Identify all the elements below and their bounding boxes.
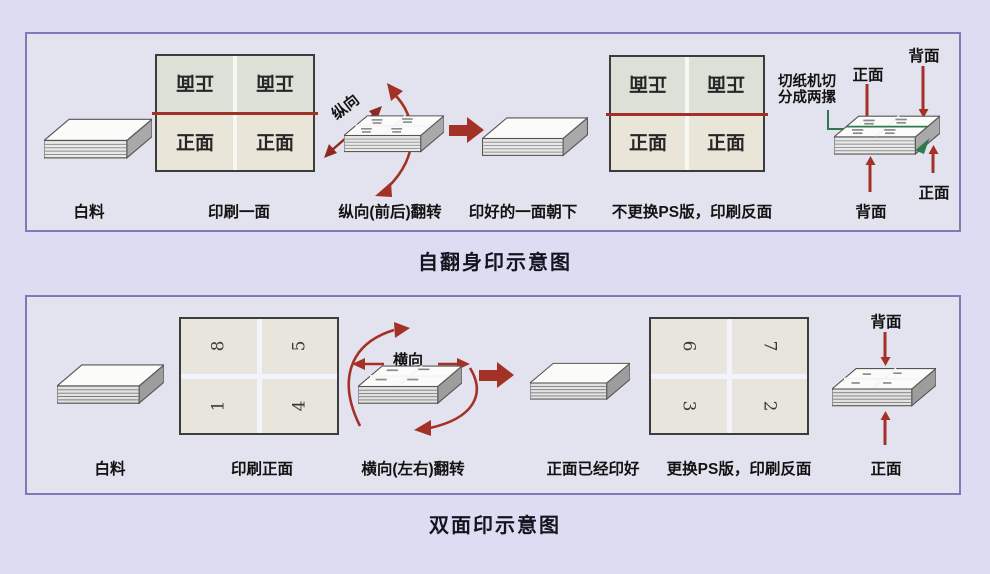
front-label: 正面 bbox=[870, 461, 902, 478]
gripper-center-line bbox=[606, 113, 768, 116]
printed-front-label: 正面已经印好 bbox=[546, 461, 640, 478]
cell-text: 正面 bbox=[255, 72, 294, 93]
grid-cell-3: 3 bbox=[651, 378, 727, 433]
imposition-grid-print-reverse: 正面 正面 正面 正面 bbox=[606, 55, 768, 172]
grid-cell-5: 5 bbox=[261, 319, 337, 374]
grid-cell-1: 1 bbox=[181, 378, 257, 433]
cell-number: 6 bbox=[678, 340, 699, 352]
panel-work-and-turn: 白料 正面 正面 正面 正面 印刷一面 纵向 bbox=[25, 32, 961, 232]
cell-text: 正面 bbox=[628, 72, 667, 94]
cell-number: 5 bbox=[289, 340, 310, 352]
back-label-top: 背面 bbox=[908, 48, 940, 65]
grid-cell-front-right: 正面 bbox=[689, 113, 763, 170]
grid-cell-back-right: 正面 bbox=[689, 57, 763, 114]
flip-curve-arrow-right bbox=[414, 367, 479, 436]
grid2-label: 更换PS版，印刷反面 bbox=[666, 461, 812, 478]
grid-cell-4: 4 bbox=[261, 378, 337, 433]
grid1-label: 印刷一面 bbox=[207, 204, 271, 221]
flip-label: 纵向(前后)翻转 bbox=[338, 204, 442, 221]
grid-cell-8: 8 bbox=[181, 319, 257, 374]
front-label-top: 正面 bbox=[852, 67, 884, 84]
front-label-bottom: 正面 bbox=[918, 185, 950, 202]
grid-cell-front-right: 正面 bbox=[237, 113, 313, 170]
cell-text: 正面 bbox=[706, 72, 745, 94]
front-arrow bbox=[883, 419, 887, 445]
cut-edge-mark bbox=[915, 137, 930, 155]
arrow-head bbox=[467, 117, 484, 143]
printed-paper-stack bbox=[358, 365, 462, 405]
arrow-shaft bbox=[449, 124, 467, 136]
grid-cell-2: 2 bbox=[731, 378, 807, 433]
cell-number: 2 bbox=[759, 400, 780, 412]
grid-cell-front-left: 正面 bbox=[157, 113, 233, 170]
final-printed-stack bbox=[832, 367, 936, 407]
cell-number: 8 bbox=[208, 340, 229, 352]
printed-paper-stack bbox=[344, 115, 444, 153]
cutter-note: 切纸机切 分成两摞 bbox=[778, 74, 836, 106]
title-double-sided: 双面印示意图 bbox=[429, 515, 561, 537]
process-arrow-right bbox=[449, 117, 484, 143]
grid-cell-front-left: 正面 bbox=[611, 113, 685, 170]
cell-number: 3 bbox=[678, 400, 699, 412]
arrow-head bbox=[497, 362, 514, 388]
arrow-shaft bbox=[479, 369, 497, 381]
blank-stack-label: 白料 bbox=[73, 204, 105, 221]
grid-cell-6: 6 bbox=[651, 319, 727, 374]
grid-cell-back-right: 正面 bbox=[237, 56, 313, 113]
cell-text: 正面 bbox=[175, 133, 214, 154]
panel-double-sided: 白料 8 5 1 4 印刷正面 横向 bbox=[25, 295, 961, 495]
cell-text: 正面 bbox=[706, 133, 745, 155]
flip-curve-arrow-left bbox=[347, 322, 410, 427]
cell-text: 正面 bbox=[628, 133, 667, 155]
imposition-grid-print-back: 6 7 3 2 bbox=[649, 317, 809, 435]
face-down-label: 印好的一面朝下 bbox=[468, 204, 578, 221]
grid-cell-7: 7 bbox=[731, 319, 807, 374]
gripper-center-line bbox=[152, 112, 318, 115]
grid1-label: 印刷正面 bbox=[230, 461, 294, 478]
lateral-axis-label: 横向 bbox=[393, 352, 424, 369]
flip-label: 横向(左右)翻转 bbox=[361, 461, 465, 478]
back-label-bottom: 背面 bbox=[855, 204, 887, 221]
cell-text: 正面 bbox=[175, 72, 214, 93]
blank-paper-stack bbox=[44, 118, 152, 160]
process-arrow-right bbox=[479, 362, 514, 388]
cell-text: 正面 bbox=[255, 133, 294, 154]
cutter-note-line1: 切纸机切 bbox=[778, 74, 836, 90]
blank-paper-stack bbox=[57, 364, 164, 405]
blank-stack-label: 白料 bbox=[94, 461, 126, 478]
grid2-label: 不更换PS版，印刷反面 bbox=[611, 204, 773, 221]
grid-cell-back-left: 正面 bbox=[157, 56, 233, 113]
cell-number: 4 bbox=[289, 400, 310, 412]
face-down-paper-stack bbox=[482, 116, 588, 157]
cut-paper-stack bbox=[834, 115, 940, 156]
back-top-arrow bbox=[921, 66, 925, 110]
cutter-note-line2: 分成两摞 bbox=[778, 90, 836, 106]
cell-number: 1 bbox=[208, 400, 229, 412]
imposition-grid-print-one-side: 正面 正面 正面 正面 bbox=[152, 54, 318, 172]
printed-front-stack bbox=[530, 362, 630, 401]
back-arrow bbox=[883, 332, 887, 358]
front-top-arrow bbox=[865, 84, 869, 122]
title-work-and-turn: 自翻身印示意图 bbox=[418, 252, 572, 274]
front-bottom-arrow bbox=[931, 153, 935, 173]
grid-cell-back-left: 正面 bbox=[611, 57, 685, 114]
back-label: 背面 bbox=[870, 314, 902, 331]
back-bottom-arrow bbox=[868, 164, 872, 192]
cell-number: 7 bbox=[759, 340, 780, 352]
imposition-grid-print-front: 8 5 1 4 bbox=[179, 317, 339, 435]
